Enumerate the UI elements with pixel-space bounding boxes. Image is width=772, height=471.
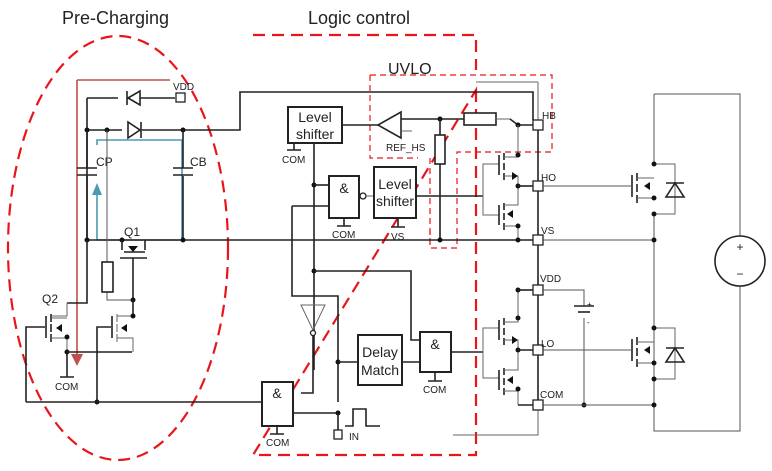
and-gate-2: [261, 381, 294, 427]
vdd-pin-label: VDD: [540, 274, 561, 285]
uvlo-region: [369, 74, 553, 249]
and-gate-1-com-ground-icon: [337, 218, 351, 227]
ho-pin-label: HO: [541, 173, 556, 184]
svg-text:shifter: shifter: [296, 126, 334, 142]
vdd-diode-wire: [86, 97, 175, 240]
com-pin[interactable]: [532, 399, 544, 411]
ho-pulldown-transistor-icon: [498, 203, 505, 230]
power-loop-wire: [653, 93, 741, 432]
svg-text:+: +: [587, 300, 592, 309]
vdd-precharge-label: VDD: [173, 82, 194, 93]
precharge-transistor-icon: [116, 314, 134, 352]
low-side-power-mosfet-icon: [631, 337, 638, 367]
vdd-pin[interactable]: [532, 284, 544, 296]
svg-text:&: &: [339, 180, 349, 196]
q2-label: Q2: [42, 292, 58, 306]
level-shifter-2-vs-ground-icon: [391, 218, 405, 228]
level-shifter-1-com-label: COM: [282, 155, 305, 166]
low-side-body-diode-icon: [664, 346, 686, 363]
delay-match-block: [357, 334, 403, 386]
source-minus-label: −: [736, 267, 743, 281]
logic-control-region: [251, 33, 478, 457]
uvlo-resistor-icon: [463, 112, 497, 126]
pre-charging-title: Pre-Charging: [62, 8, 169, 28]
in-pin[interactable]: [333, 429, 343, 440]
ref-hs-label: REF_HS: [386, 143, 426, 154]
svg-text:Match: Match: [361, 362, 399, 378]
precharge-com-label: COM: [55, 382, 78, 393]
svg-text:Level: Level: [298, 109, 331, 125]
and-gate-3-com-label: COM: [423, 385, 446, 396]
level-shifter-1-com-ground-icon: [287, 143, 301, 151]
cp-label: CP: [96, 155, 113, 169]
lo-pulldown-transistor-icon: [498, 368, 505, 395]
source-plus-label: +: [736, 240, 743, 254]
lo-pullup-transistor-icon: [498, 318, 505, 345]
svg-text:&: &: [272, 385, 282, 401]
and-gate-1-inverter-bubble: [359, 192, 367, 200]
charge-path: [76, 79, 170, 360]
level-shifter-2: [373, 166, 417, 219]
hb-pin[interactable]: [532, 119, 544, 131]
level-shifter-1: [287, 106, 343, 144]
com-pin-label: COM: [540, 390, 563, 401]
uvlo-comparator-icon: [376, 110, 402, 140]
ho-pullup-transistor-icon: [498, 153, 505, 180]
uvlo-title: UVLO: [388, 61, 432, 78]
q1-label: Q1: [124, 225, 140, 239]
pre-charging-region: [6, 34, 230, 462]
bootstrap-diode-icon: [127, 120, 142, 140]
uvlo-divider-resistor-icon: [434, 134, 446, 165]
precharge-com-ground-icon: [60, 352, 74, 378]
input-pulse-icon: [345, 408, 380, 427]
svg-text:-: -: [587, 318, 590, 327]
bootstrap-arrow-icon: [92, 183, 102, 195]
vs-pin-label: VS: [541, 226, 555, 237]
charge-path-arrow-icon: [71, 354, 83, 366]
high-side-power-mosfet-icon: [631, 173, 638, 203]
cb-label: CB: [190, 155, 207, 169]
lo-pin-label: LO: [541, 339, 555, 350]
svg-text:Level: Level: [378, 176, 411, 192]
svg-text:shifter: shifter: [376, 193, 414, 209]
svg-text:&: &: [430, 336, 440, 352]
hb-pin-label: HB: [542, 111, 556, 122]
level-shifter-2-vs-label: VS: [391, 232, 405, 243]
and-gate-3-com-ground-icon: [428, 372, 442, 382]
high-side-body-diode-icon: [664, 181, 686, 198]
q2-transistor-icon: [25, 314, 52, 402]
q1-gate-resistor-icon: [101, 261, 114, 293]
vdd-precharge-pin: [175, 92, 186, 103]
inverter-icon: [300, 304, 326, 332]
and-gate-1-com-label: COM: [332, 230, 355, 241]
and-gate-2-com-ground-icon: [270, 426, 284, 435]
dc-voltage-source-icon: [714, 235, 766, 287]
in-pin-label: IN: [349, 432, 359, 443]
vdd-diode-icon: [126, 89, 141, 107]
logic-control-title: Logic control: [308, 8, 410, 28]
and-gate-2-com-label: COM: [266, 438, 289, 449]
q1-transistor-icon: [120, 240, 147, 300]
svg-text:Delay: Delay: [362, 344, 398, 360]
